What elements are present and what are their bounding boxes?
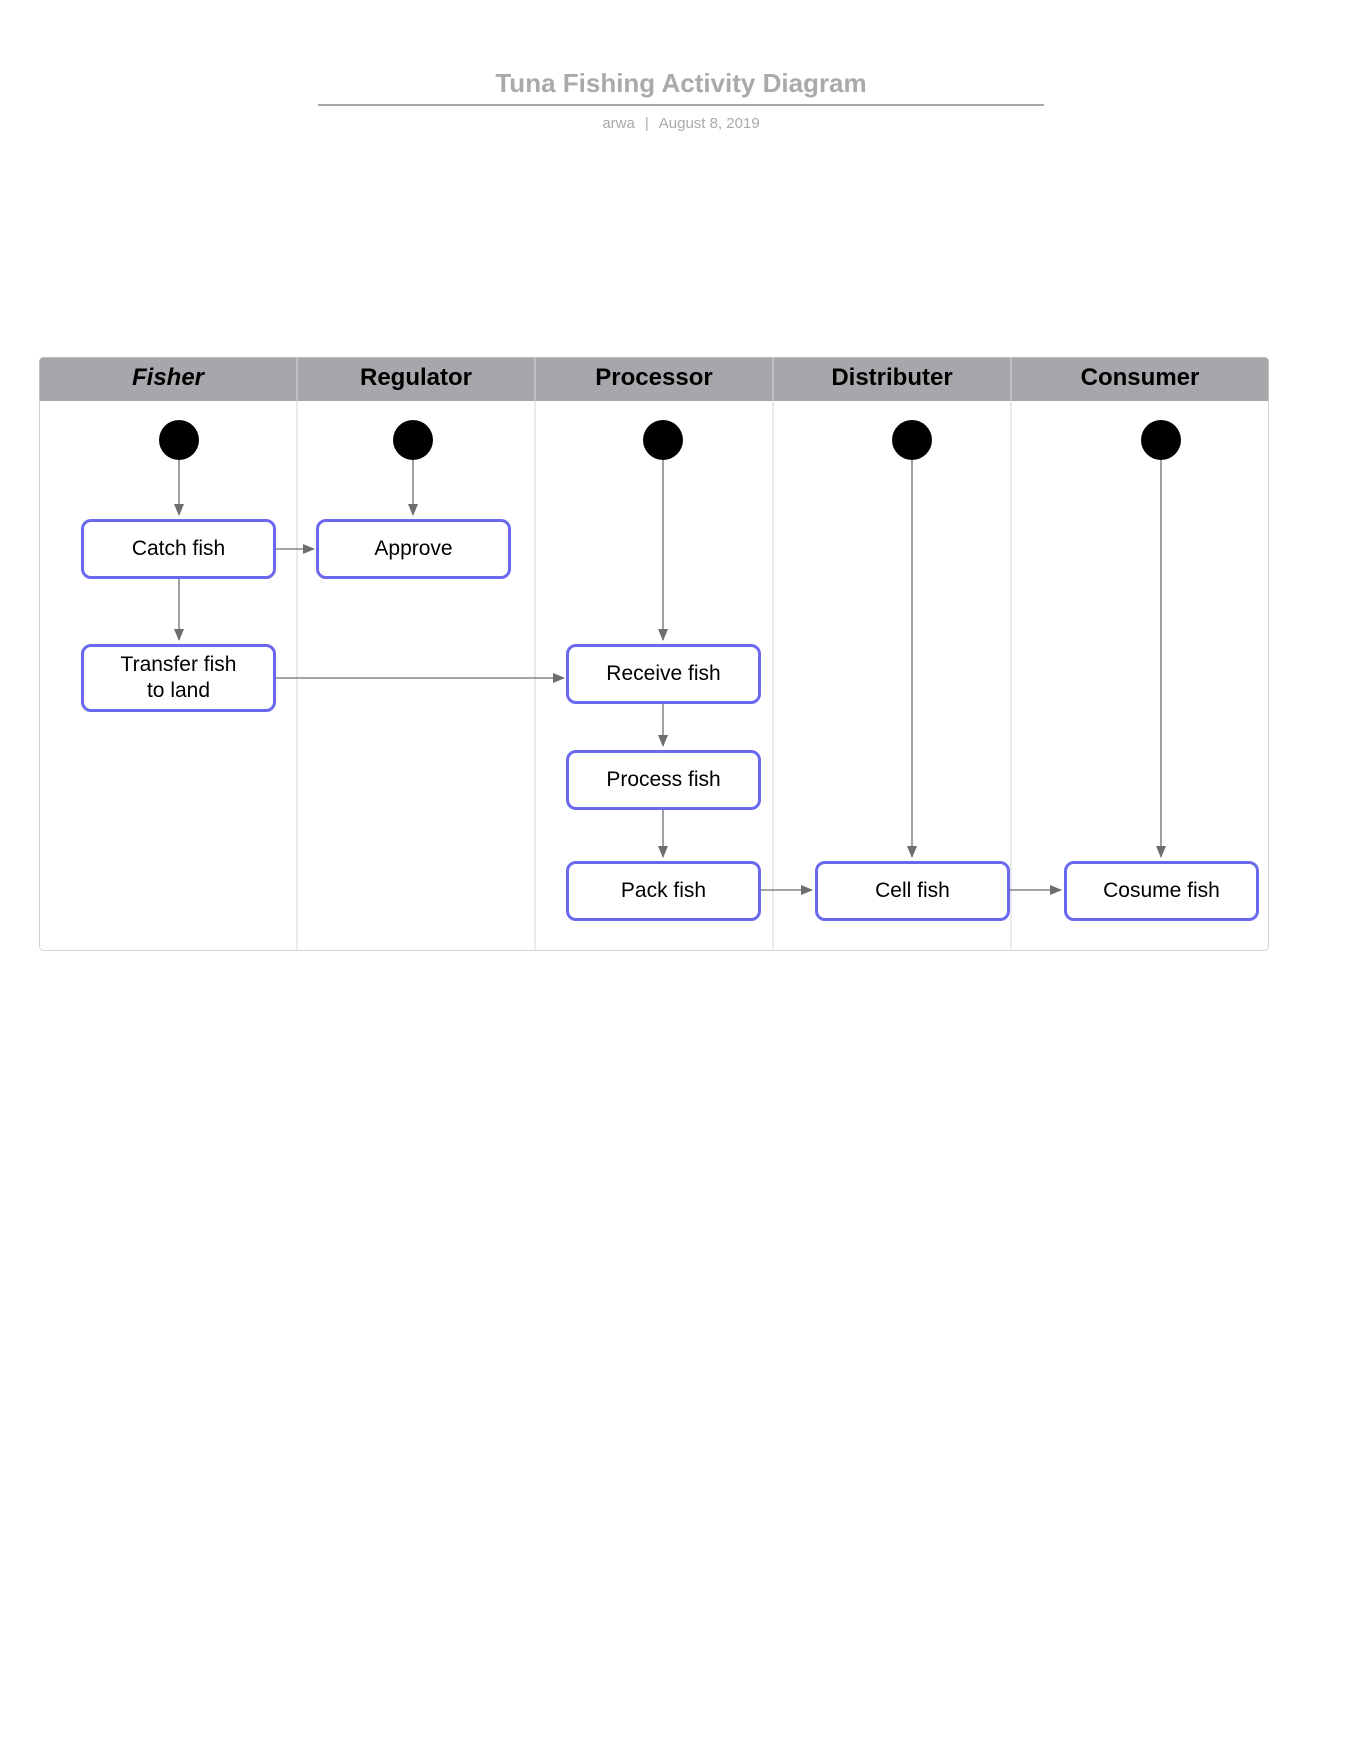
activity-transfer-fish-line1: Transfer fish: [120, 653, 237, 676]
activity-consume-fish[interactable]: Cosume fish: [1064, 861, 1259, 921]
document-title: Tuna Fishing Activity Diagram: [495, 68, 867, 98]
activity-transfer-fish-line2: to land: [146, 679, 211, 702]
lane-header-processor: Processor: [595, 364, 713, 391]
activity-transfer-fish[interactable]: Transfer fish to land: [81, 644, 276, 712]
activity-cell-fish[interactable]: Cell fish: [815, 861, 1010, 921]
lane-header-consumer: Consumer: [1080, 364, 1200, 391]
lane-header-distributer: Distributer: [831, 364, 953, 391]
activity-receive-fish[interactable]: Receive fish: [566, 644, 761, 704]
start-node-distributer: [892, 420, 932, 460]
document-meta: arwa | August 8, 2019: [318, 115, 1044, 132]
lane-header-band: [39, 357, 1269, 401]
author-name: arwa: [602, 115, 635, 132]
activity-approve[interactable]: Approve: [316, 519, 511, 579]
activity-catch-fish[interactable]: Catch fish: [81, 519, 276, 579]
activity-pack-fish[interactable]: Pack fish: [566, 861, 761, 921]
start-node-consumer: [1141, 420, 1181, 460]
start-node-regulator: [393, 420, 433, 460]
lane-header-regulator: Regulator: [359, 364, 472, 391]
title-underline: [318, 104, 1044, 106]
document-date: August 8, 2019: [658, 115, 760, 132]
start-node-processor: [643, 420, 683, 460]
meta-separator: |: [644, 115, 649, 132]
swimlane-diagram: Fisher Regulator Processor Distributer C…: [39, 357, 1269, 951]
activity-process-fish[interactable]: Process fish: [566, 750, 761, 810]
lane-header-fisher: Fisher: [131, 364, 205, 391]
start-node-fisher: [159, 420, 199, 460]
